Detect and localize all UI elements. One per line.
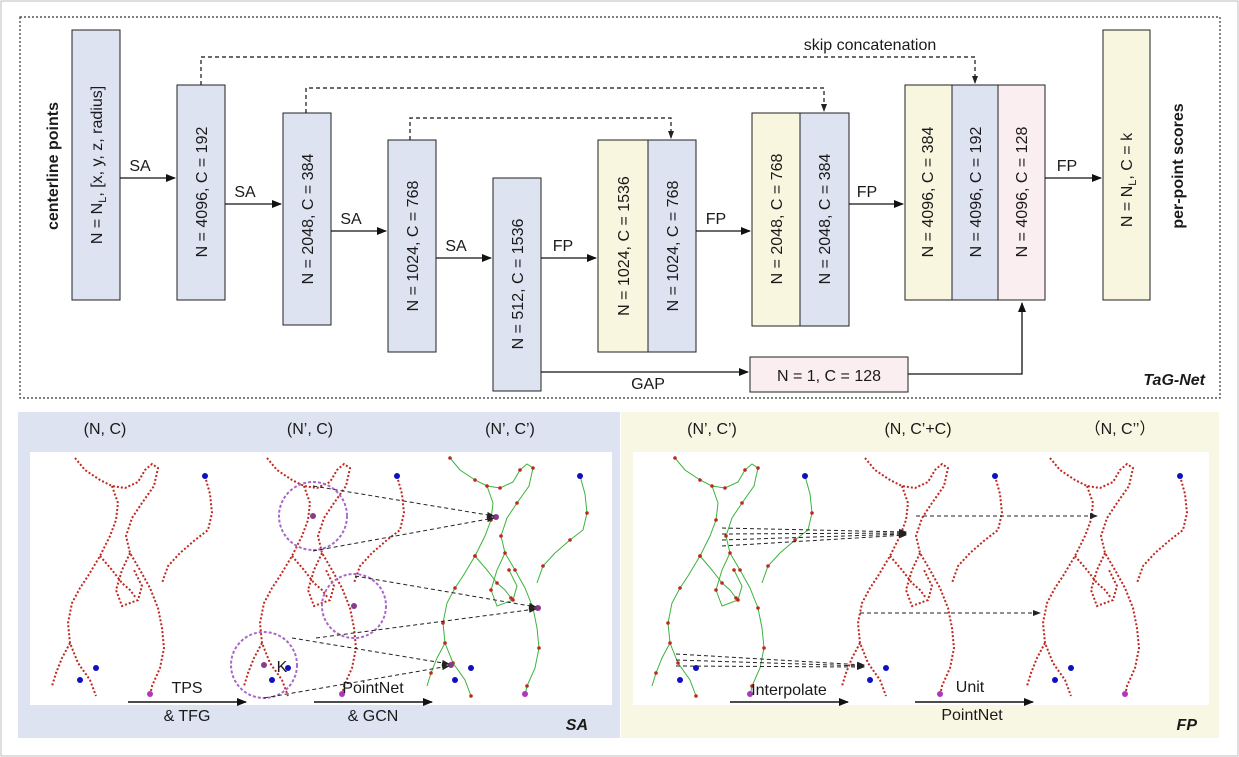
sa-panel: (N, C) (N’, C) (N’, C’) K: [18, 412, 620, 738]
k-label: K: [277, 659, 288, 676]
fp-panel: (N’, C’) (N, C’+C) （N, C’’） Interpolate …: [621, 412, 1219, 738]
forward-arrows: [120, 174, 1102, 376]
vessel-tree: [51, 457, 214, 697]
top-panel-border: [19, 16, 1221, 399]
vessel-tree: [1026, 457, 1189, 697]
block-fp1b-label: N = 1024, C = 768: [665, 181, 682, 312]
vessel-tree: [243, 457, 406, 697]
sa-header-3: (N’, C’): [485, 421, 535, 438]
sa-step1-line2: & TFG: [164, 708, 211, 725]
block-fp2a-label: N = 2048, C = 768: [769, 154, 786, 285]
fp-header-2: (N, C’+C): [884, 421, 951, 438]
block-fp1a-label: N = 1024, C = 1536: [616, 176, 633, 316]
arrow-label-sa-1: SA: [129, 158, 151, 175]
arrow-label-sa-3: SA: [340, 211, 362, 228]
block-fp2: N = 2048, C = 768 N = 2048, C = 384: [751, 112, 850, 327]
vessel-tree: [651, 456, 814, 698]
block-gap-label: N = 1, C = 128: [777, 368, 881, 385]
sa-panel-title: SA: [566, 717, 588, 734]
block-sa3-label: N = 1024, C = 768: [405, 181, 422, 312]
block-fp3a-label: N = 4096, C = 384: [920, 127, 937, 258]
fp-mapping-arrows: [675, 513, 1098, 670]
sa-header-2: (N’, C): [287, 421, 333, 438]
top-panel: centerline points per-point scores N = N…: [19, 16, 1221, 399]
block-input: N = NL, [x, y, z, radius]: [71, 29, 121, 301]
sa-header-1: (N, C): [84, 421, 127, 438]
tag-net-title: TaG-Net: [1143, 372, 1205, 389]
skip-concatenation-label: skip concatenation: [804, 37, 937, 54]
arrow-label-fp-4: FP: [1057, 158, 1077, 175]
block-sa3: N = 1024, C = 768: [387, 139, 437, 353]
block-gap: N = 1, C = 128: [749, 356, 909, 393]
sa-step1-line1: TPS: [171, 680, 202, 697]
fp-panel-title: FP: [1177, 717, 1198, 734]
arrow-label-fp-3: FP: [857, 184, 877, 201]
block-fp3: N = 4096, C = 384 N = 4096, C = 192 N = …: [904, 84, 1046, 301]
output-label: per-point scores: [1170, 103, 1187, 228]
block-sa2-label: N = 2048, C = 384: [300, 154, 317, 285]
block-sa1: N = 4096, C = 192: [176, 84, 226, 301]
sa-canvas: [30, 452, 612, 705]
sa-step2-line1: PointNet: [342, 680, 404, 697]
fp-header-3: （N, C’’）: [1085, 420, 1156, 438]
block-fp3b-label: N = 4096, C = 192: [968, 127, 985, 258]
arrow-label-fp-2: FP: [706, 211, 726, 228]
block-fp3c-label: N = 4096, C = 128: [1014, 127, 1031, 258]
fp-vessel-trees: [651, 456, 1189, 698]
block-sa4-label: N = 512, C = 1536: [510, 219, 527, 350]
block-output-label: N = NL, C = k: [1119, 132, 1139, 227]
block-sa4: N = 512, C = 1536: [492, 177, 542, 392]
block-fp1: N = 1024, C = 1536 N = 1024, C = 768: [597, 139, 697, 353]
sa-mapping-arrows: [263, 485, 537, 699]
vessel-tree: [841, 457, 1004, 697]
fp-step1-label: Interpolate: [751, 682, 827, 699]
fp-header-1: (N’, C’): [687, 421, 737, 438]
sa-vessel-trees: [51, 456, 589, 698]
block-fp2b-label: N = 2048, C = 384: [817, 154, 834, 285]
skip-connections: [200, 56, 978, 140]
fp-step2-line1: Unit: [956, 679, 985, 696]
arrow-label-sa-4: SA: [445, 238, 467, 255]
input-label: centerline points: [45, 102, 62, 230]
sa-step2-line2: & GCN: [348, 708, 399, 725]
arrow-label-gap: GAP: [631, 376, 665, 393]
arrow-label-fp-1: FP: [553, 238, 573, 255]
block-input-label: N = NL, [x, y, z, radius]: [89, 86, 109, 244]
block-sa2: N = 2048, C = 384: [282, 112, 332, 326]
block-output: N = NL, C = k: [1102, 29, 1151, 301]
arrow-label-sa-2: SA: [234, 184, 256, 201]
block-sa1-label: N = 4096, C = 192: [194, 127, 211, 258]
fp-step2-line2: PointNet: [941, 707, 1003, 724]
